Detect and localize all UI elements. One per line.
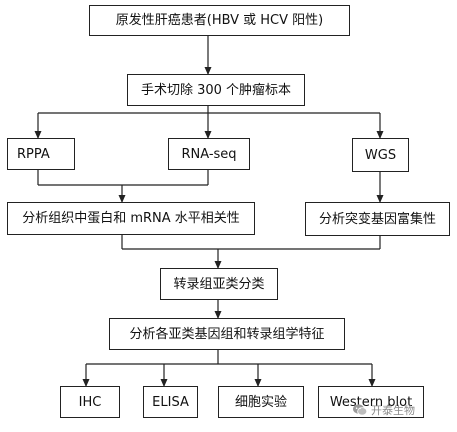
node-western-blot: Western blot: [318, 386, 424, 418]
node-rnaseq: RNA-seq: [168, 138, 250, 170]
node-mutation-enrichment: 分析突变基因富集性: [305, 202, 450, 236]
node-subtype-features: 分析各亚类基因组和转录组学特征: [109, 318, 345, 350]
node-patients: 原发性肝癌患者(HBV 或 HCV 阳性): [89, 5, 350, 36]
node-ihc: IHC: [60, 386, 120, 418]
node-transcriptome-subtype: 转录组亚类分类: [160, 268, 278, 300]
node-wgs: WGS: [352, 138, 409, 172]
node-surgery: 手术切除 300 个肿瘤标本: [127, 74, 305, 106]
node-rppa: RPPA: [7, 138, 75, 170]
node-elisa: ELISA: [143, 386, 198, 418]
wechat-icon: [353, 404, 368, 416]
node-protein-mrna-correlation: 分析组织中蛋白和 mRNA 水平相关性: [7, 202, 255, 235]
watermark-text: 开泰生物: [371, 404, 415, 417]
watermark: 开泰生物: [352, 402, 415, 418]
node-cell-experiment: 细胞实验: [218, 386, 304, 418]
